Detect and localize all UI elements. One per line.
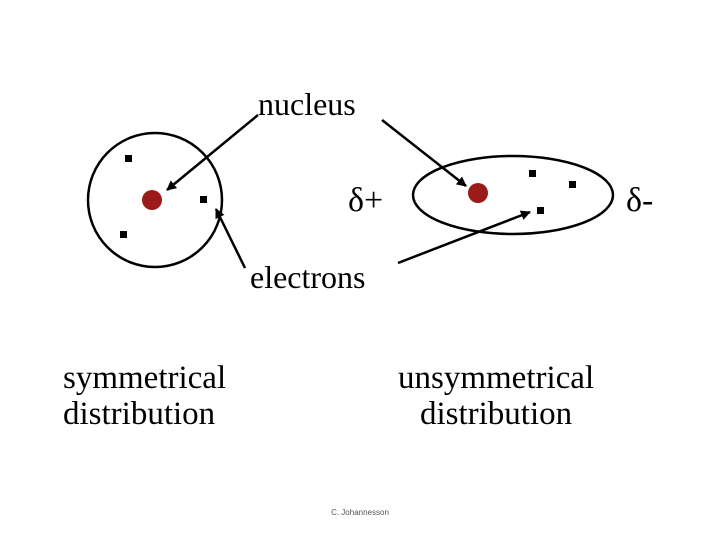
caption-line: distribution [63, 396, 216, 432]
symmetric-electron [120, 231, 127, 238]
symmetrical-caption: symmetrical distribution [63, 360, 226, 432]
arrow-nucleus-left [166, 114, 259, 191]
arrow-electrons-left [214, 208, 247, 269]
symmetric-electron [125, 155, 132, 162]
caption-line: unsymmetrical [398, 360, 595, 396]
arrow-electrons-right [397, 210, 531, 265]
unsymmetric-nucleus [468, 183, 488, 203]
unsymmetric-atom-boundary [411, 154, 615, 236]
unsymmetric-electron [569, 181, 576, 188]
unsymmetric-electron [537, 207, 544, 214]
symmetric-electron [200, 196, 207, 203]
arrow-nucleus-right [381, 119, 467, 187]
unsymmetrical-caption: unsymmetrical distribution [398, 360, 594, 432]
author-credit: C. Johannesson [331, 508, 389, 517]
electrons-label: electrons [250, 259, 366, 295]
delta-minus-label: δ- [626, 182, 653, 219]
symmetric-atom-boundary [86, 131, 224, 269]
nucleus-label: nucleus [258, 86, 356, 122]
unsymmetric-electron [529, 170, 536, 177]
caption-line: symmetrical [63, 360, 227, 396]
delta-plus-label: δ+ [348, 182, 383, 219]
caption-line: distribution [419, 396, 573, 432]
symmetric-nucleus [142, 190, 162, 210]
